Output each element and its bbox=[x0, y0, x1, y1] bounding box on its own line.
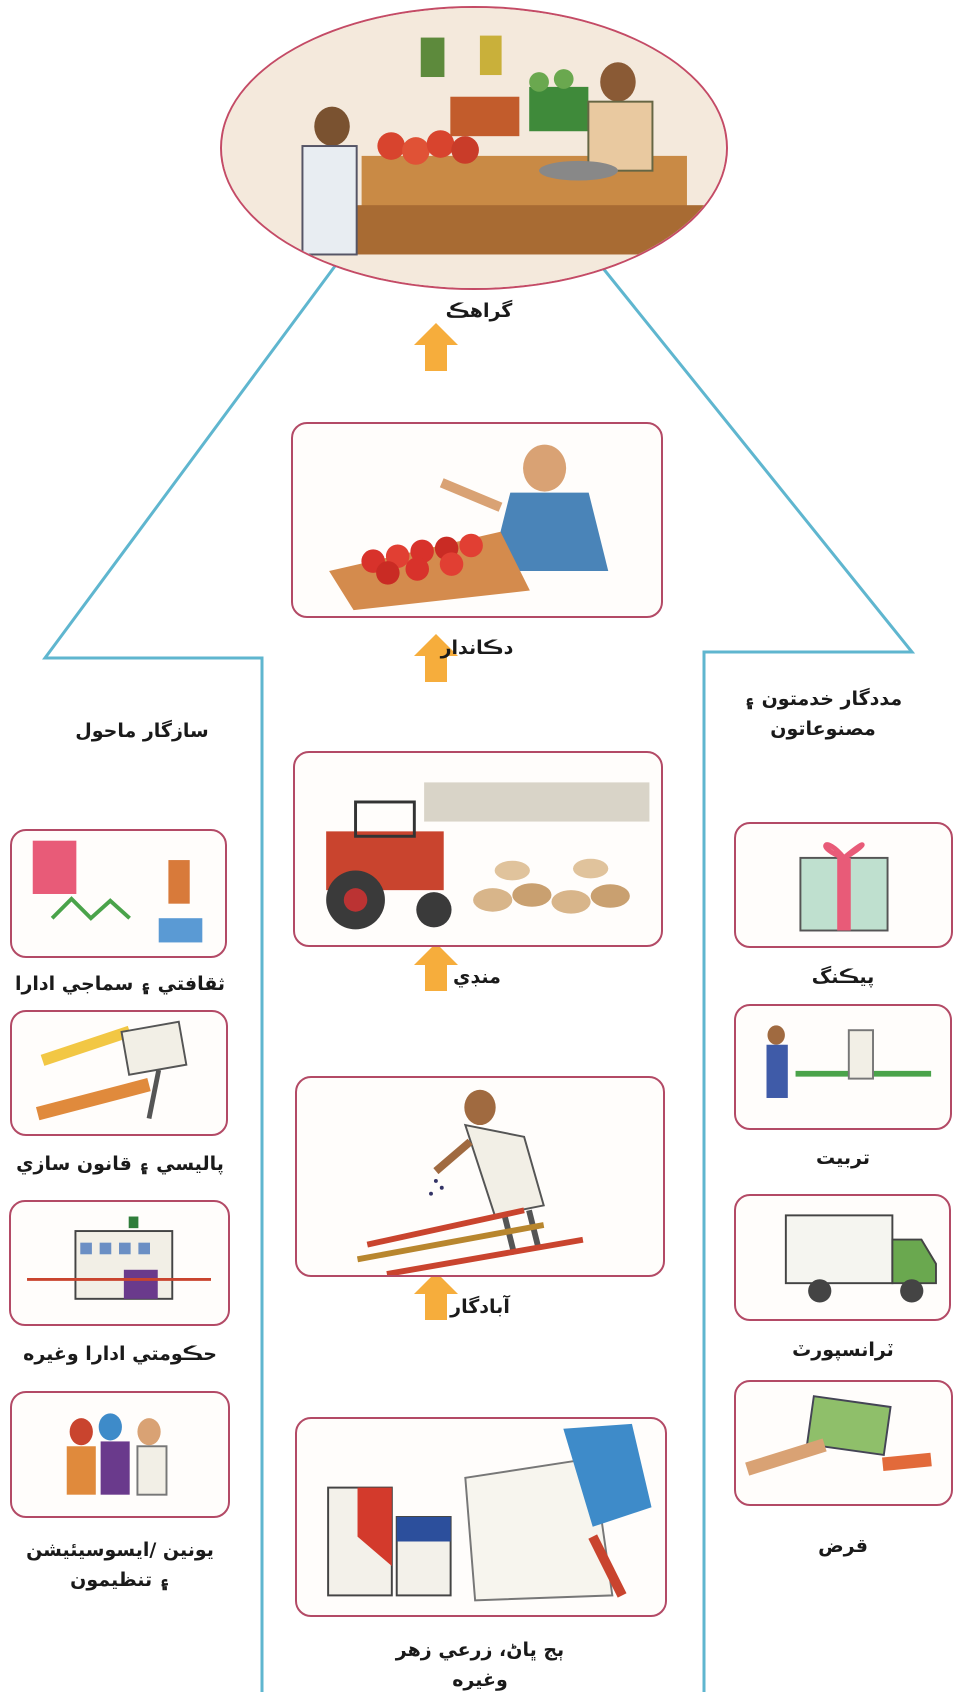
truck-illustration bbox=[784, 1214, 937, 1303]
shopkeeper-label: دڪاندار bbox=[440, 637, 514, 659]
transport-label: ٽرانسپورٽ bbox=[792, 1339, 894, 1361]
market-stall-illustration bbox=[223, 8, 725, 288]
government-box bbox=[9, 1200, 230, 1326]
government-building-illustration bbox=[27, 1216, 211, 1300]
policy-box bbox=[10, 1010, 228, 1136]
tractor-market-illustration bbox=[326, 782, 650, 930]
policy-label: پاليسي ۽ قانون سازي bbox=[16, 1153, 224, 1175]
cultural-label: ثقافتي ۽ سماجي ادارا bbox=[14, 973, 226, 995]
right-column-heading: مددگار خدمتون ۽ مصنوعاتون bbox=[743, 688, 903, 740]
customer-label: گراهڪ bbox=[445, 300, 513, 322]
mandi-box bbox=[293, 751, 663, 947]
arrow-up-icon bbox=[414, 323, 458, 371]
union-meeting-illustration bbox=[66, 1413, 168, 1496]
money-handover-illustration bbox=[745, 1395, 932, 1476]
farmer-sowing-illustration bbox=[356, 1089, 584, 1275]
left-column-heading: سازگار ماحول bbox=[75, 720, 209, 742]
union-label: يونين /ايسوسيئيشن ۽ تنظيمون bbox=[26, 1539, 214, 1591]
cultural-institutions-illustration bbox=[32, 840, 203, 943]
union-box bbox=[10, 1391, 230, 1518]
loan-label: قرض bbox=[818, 1535, 868, 1557]
training-illustration bbox=[766, 1025, 932, 1098]
customer-oval bbox=[220, 6, 728, 290]
inputs-box bbox=[295, 1417, 667, 1617]
training-label: تربيت bbox=[816, 1147, 870, 1169]
shopkeeper-tomatoes-illustration bbox=[329, 444, 609, 611]
mandi-label: منڊي bbox=[453, 966, 501, 988]
seed-fertilizer-bags-illustration bbox=[327, 1423, 652, 1602]
gavel-illustration bbox=[35, 1020, 188, 1121]
packing-label: پيڪنگ bbox=[811, 966, 875, 988]
farmer-label: آبادگار bbox=[450, 1296, 510, 1318]
training-box bbox=[734, 1004, 952, 1130]
packing-box bbox=[734, 822, 953, 948]
arrow-up-icon bbox=[414, 1272, 458, 1320]
shopkeeper-box bbox=[291, 422, 663, 618]
farmer-box bbox=[295, 1076, 665, 1277]
government-label: حڪومتي ادارا وغيره bbox=[23, 1343, 217, 1365]
arrow-up-icon bbox=[414, 943, 458, 991]
transport-box bbox=[734, 1194, 951, 1321]
loan-box bbox=[734, 1380, 953, 1506]
cultural-box bbox=[10, 829, 227, 958]
arrow-up-icon bbox=[414, 634, 458, 682]
inputs-label: ٻج ڀاڻ، زرعي زهر وغيره bbox=[395, 1639, 565, 1691]
gift-box-illustration bbox=[799, 842, 889, 932]
